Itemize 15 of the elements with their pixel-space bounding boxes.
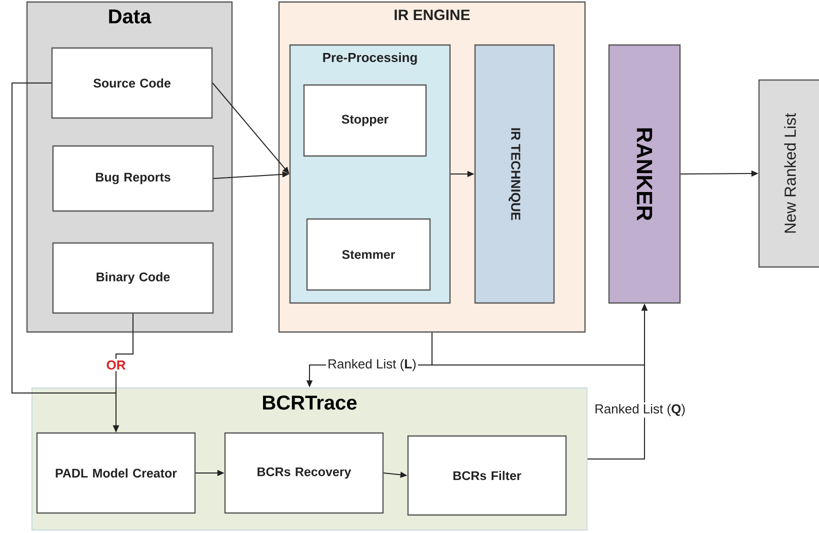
process-box: IR TECHNIQUE	[474, 44, 555, 304]
process-box: Stemmer	[306, 218, 431, 291]
process-box: Stopper	[303, 84, 427, 157]
process-box: BCRs Recovery	[224, 432, 384, 514]
edge-label: OR	[104, 358, 128, 372]
output-box: New Ranked List	[758, 79, 819, 268]
process-box: RANKER	[608, 44, 681, 304]
process-box: Source Code	[51, 47, 213, 119]
arrow	[212, 82, 290, 174]
edge-label: Ranked List (Q)	[593, 402, 688, 418]
process-box: Binary Code	[52, 242, 214, 314]
process-box: Bug Reports	[52, 145, 214, 212]
process-box: BCRs Filter	[407, 435, 567, 516]
process-box: PADL Model Creator	[36, 432, 196, 514]
edge-label: Ranked List (L)	[326, 357, 418, 373]
